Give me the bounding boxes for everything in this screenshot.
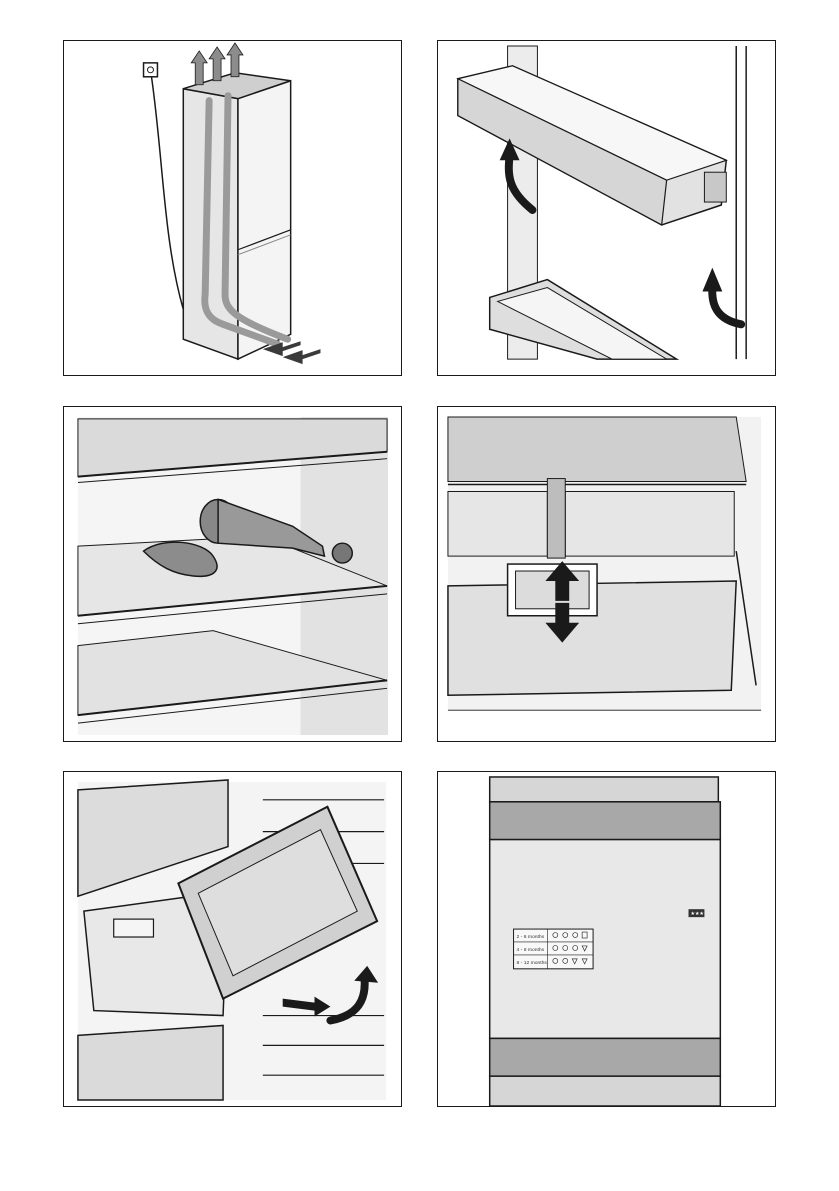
illustration-humidity-slider: [437, 406, 776, 742]
illustration-bottle-rack: [63, 406, 402, 742]
star-rating-text: ★★★: [690, 911, 704, 917]
door-shelf-upper: [458, 66, 726, 225]
lower-drawer: [78, 1025, 223, 1100]
star-rating-badge: ★★★: [689, 909, 705, 917]
humidity-slider[interactable]: [508, 564, 597, 616]
illustration-freezer-door: ★★★ 2 - 6 months 4 - 8 months 8 - 12 mon…: [437, 771, 776, 1107]
power-cable: [151, 77, 183, 310]
wall-socket-icon: [144, 63, 158, 77]
storage-time-label: 2 - 6 months 4 - 8 months 8 - 12 months: [514, 929, 594, 969]
illustration-door-shelf: [437, 40, 776, 376]
storage-row-1: 2 - 6 months: [517, 934, 545, 940]
storage-row-3: 8 - 12 months: [517, 960, 548, 966]
storage-row-2: 4 - 8 months: [517, 947, 545, 953]
glass-shelf: [448, 417, 746, 482]
illustration-freezer-drawer: [63, 771, 402, 1107]
illustration-ventilation: [63, 40, 402, 376]
